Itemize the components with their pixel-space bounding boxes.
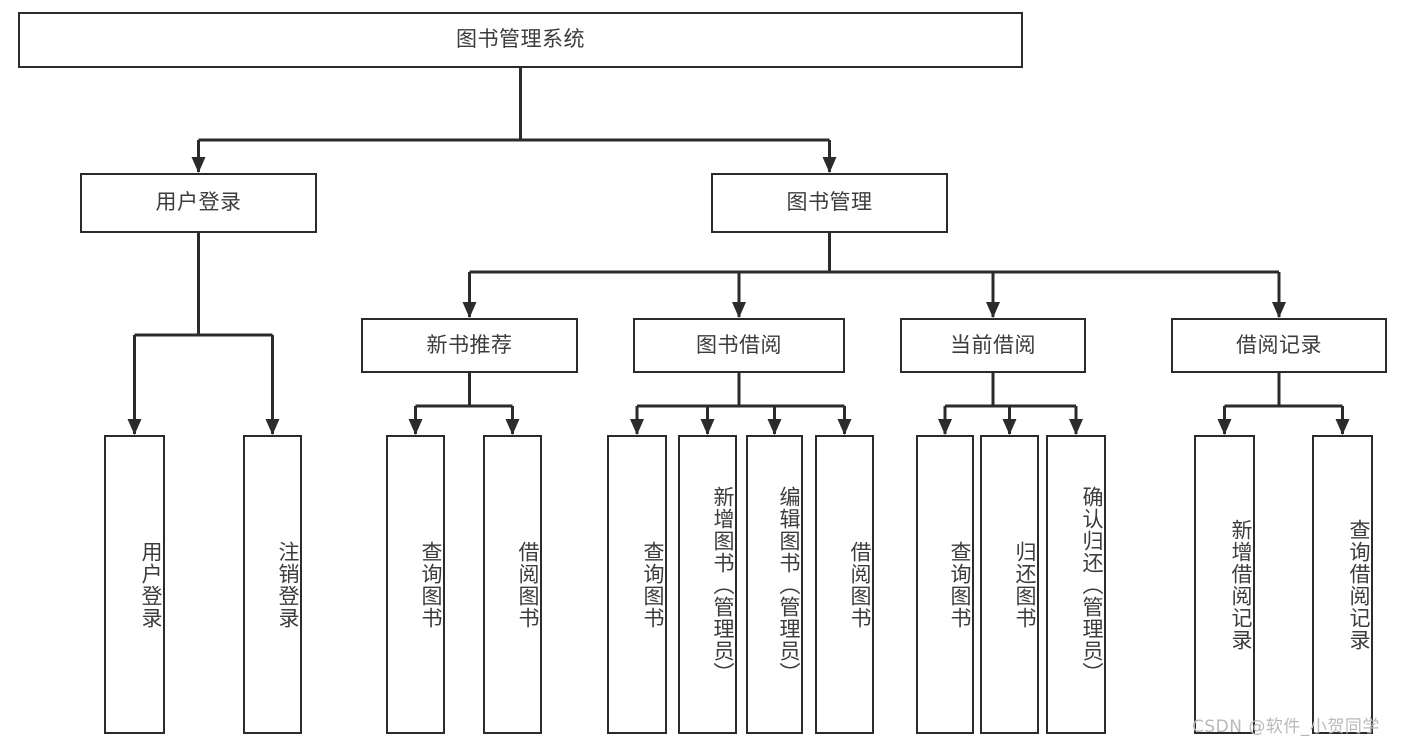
arrowhead-icon	[767, 419, 782, 435]
node-leaf-bor-1[interactable]: 查询图书	[607, 435, 667, 734]
node-leaf-cur-2[interactable]: 归还图书	[980, 435, 1039, 734]
node-borrow[interactable]: 图书借阅	[633, 318, 845, 373]
arrowhead-icon	[1335, 419, 1350, 435]
node-label: 确认归还（管理员）	[1080, 485, 1104, 684]
node-leaf-cur-3[interactable]: 确认归还（管理员）	[1046, 435, 1106, 734]
arrowhead-icon	[1272, 302, 1286, 318]
node-label: 新书推荐	[426, 332, 513, 357]
arrowhead-icon	[191, 157, 206, 173]
arrowhead-icon	[700, 419, 715, 435]
node-label: 借阅记录	[1236, 332, 1322, 357]
arrowhead-icon	[630, 419, 644, 435]
arrowhead-icon	[986, 302, 1000, 318]
node-leaf-rec-1[interactable]: 新增借阅记录	[1194, 435, 1255, 734]
node-label: 借阅图书	[516, 540, 540, 629]
arrowhead-icon	[127, 419, 142, 435]
node-label: 查询借阅记录	[1347, 518, 1371, 651]
node-label: 图书管理	[786, 190, 873, 215]
node-leaf-cur-1[interactable]: 查询图书	[916, 435, 974, 734]
node-leaf-rec-2[interactable]: 查询借阅记录	[1312, 435, 1373, 734]
node-leaf-bor-2[interactable]: 新增图书（管理员）	[678, 435, 737, 734]
node-label: 借阅图书	[848, 540, 872, 629]
node-bookmgmt[interactable]: 图书管理	[711, 173, 948, 233]
arrowhead-icon	[408, 419, 423, 435]
node-leaf-bor-3[interactable]: 编辑图书（管理员）	[746, 435, 803, 734]
node-current[interactable]: 当前借阅	[900, 318, 1086, 373]
node-label: 图书管理系统	[456, 27, 585, 52]
node-record[interactable]: 借阅记录	[1171, 318, 1387, 373]
node-label: 注销登录	[276, 540, 300, 629]
node-leaf-login-2[interactable]: 注销登录	[243, 435, 302, 734]
watermark-label: CSDN @软件_小贺同学	[1192, 717, 1380, 737]
node-leaf-bor-4[interactable]: 借阅图书	[815, 435, 874, 734]
arrowhead-icon	[462, 302, 477, 318]
node-label: 查询图书	[419, 540, 443, 629]
node-leaf-login-1[interactable]: 用户登录	[104, 435, 165, 734]
node-login[interactable]: 用户登录	[80, 173, 317, 233]
arrowhead-icon	[1069, 419, 1083, 435]
node-label: 编辑图书（管理员）	[777, 485, 801, 684]
node-label: 当前借阅	[950, 332, 1036, 357]
arrowhead-icon	[1217, 419, 1232, 435]
arrowhead-icon	[837, 419, 852, 435]
arrowhead-icon	[505, 419, 520, 435]
arrowhead-icon	[732, 302, 746, 318]
node-label: 新增借阅记录	[1229, 518, 1253, 651]
node-leaf-new-2[interactable]: 借阅图书	[483, 435, 542, 734]
node-label: 查询图书	[641, 540, 665, 629]
arrowhead-icon	[265, 419, 280, 435]
node-leaf-new-1[interactable]: 查询图书	[386, 435, 445, 734]
node-label: 用户登录	[155, 190, 242, 215]
node-label: 图书借阅	[696, 332, 782, 357]
node-label: 归还图书	[1013, 540, 1037, 629]
node-label: 用户登录	[139, 540, 163, 629]
node-newbook[interactable]: 新书推荐	[361, 318, 578, 373]
node-label: 查询图书	[948, 540, 972, 629]
arrowhead-icon	[938, 419, 952, 435]
arrowhead-icon	[1002, 419, 1017, 435]
arrowhead-icon	[822, 157, 837, 173]
node-root[interactable]: 图书管理系统	[18, 12, 1023, 68]
node-label: 新增图书（管理员）	[711, 485, 735, 684]
